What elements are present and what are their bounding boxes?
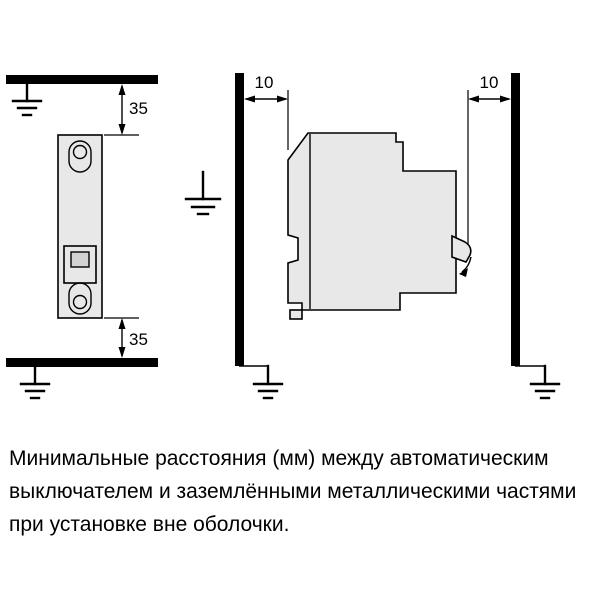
dimension-top-clearance: 35 xyxy=(104,84,148,136)
right-wall-bar xyxy=(511,73,520,366)
breaker-side-view xyxy=(287,132,472,320)
dimension-bottom-clearance: 35 xyxy=(104,317,148,358)
caption-line: при установке вне оболочки. xyxy=(9,512,290,536)
ground-icon xyxy=(19,365,51,400)
left-wall-bar xyxy=(235,73,244,366)
breaker-front-view xyxy=(57,134,103,319)
caption: Минимальные расстояния (мм) между автома… xyxy=(9,443,594,542)
front-view: 35 35 xyxy=(6,75,158,400)
clearance-diagram: 35 35 xyxy=(6,73,561,400)
lever-motion-arrow-icon xyxy=(459,268,468,277)
din-clip-tab xyxy=(289,309,303,320)
bottom-clearance-label: 35 xyxy=(129,330,148,349)
top-clearance-label: 35 xyxy=(129,99,148,118)
left-clearance-label: 10 xyxy=(255,73,274,92)
top-wall-bar xyxy=(6,75,158,84)
dimension-left-clearance: 10 xyxy=(244,73,289,150)
lever-motion-arc xyxy=(461,256,472,273)
toggle-lever xyxy=(451,234,472,263)
caption-line: Минимальные расстояния (мм) между автома… xyxy=(9,447,549,470)
ground-icon xyxy=(184,170,222,216)
ground-icon xyxy=(239,364,284,400)
dimension-right-clearance: 10 xyxy=(467,73,511,246)
right-clearance-label: 10 xyxy=(480,73,499,92)
side-view: 10 10 xyxy=(235,73,561,400)
ground-icon xyxy=(11,82,43,117)
ground-icon xyxy=(515,364,561,400)
bottom-wall-bar xyxy=(6,358,158,367)
caption-line: выключателем и заземлёнными металлически… xyxy=(9,479,577,503)
